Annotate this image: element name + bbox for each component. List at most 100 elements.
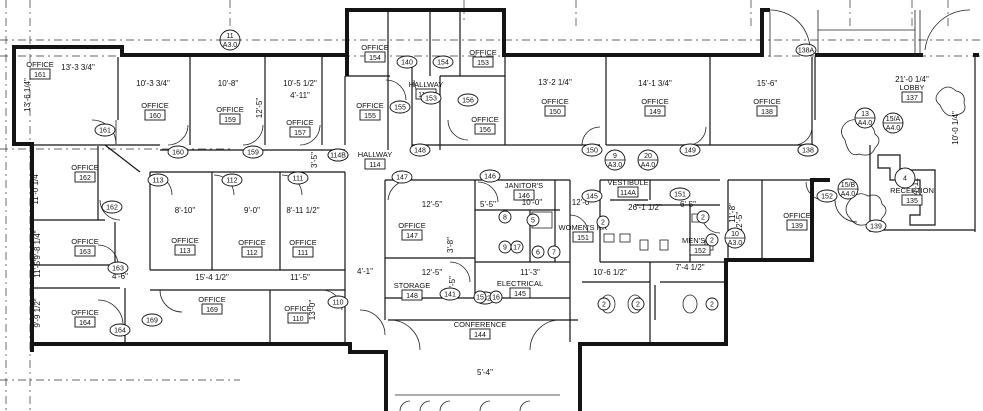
dimension-label: 5'-5" xyxy=(480,200,496,209)
section-ref-bubble: 9A3.0 xyxy=(604,149,626,171)
room-name: OFFICE xyxy=(141,101,169,110)
door-tag: 139 xyxy=(865,219,887,233)
dimension-label: 4'-11" xyxy=(290,91,310,100)
room-name: HALLWAY xyxy=(409,80,443,89)
dimension-label: 11'-5" xyxy=(33,258,42,278)
door-tag-number: 140 xyxy=(401,60,413,67)
room-number: 139 xyxy=(791,223,803,230)
room-number-box xyxy=(289,126,311,138)
door-tag-number: 151 xyxy=(674,192,686,199)
room-number: 156 xyxy=(479,127,491,134)
door-tag-number: 162 xyxy=(106,205,118,212)
room-number-box xyxy=(786,219,808,231)
door-tag: 160 xyxy=(167,145,189,159)
room-label-156: OFFICE 156 xyxy=(471,115,499,135)
dimension-label: 10'-3 3/4" xyxy=(136,79,170,88)
door-tag: 154 xyxy=(432,55,454,69)
room-number-box xyxy=(756,105,778,117)
dimension-label: 12'-5" xyxy=(422,268,443,277)
room-name: RECEPTION xyxy=(890,186,934,195)
door-tag: 140 xyxy=(396,55,418,69)
room-number-box xyxy=(29,68,51,80)
fixture-tag-number: 16 xyxy=(492,295,500,302)
fixture-tag: 2 xyxy=(696,210,710,224)
door-tag-number: 111 xyxy=(293,176,304,183)
dimension-label: 26'-1 1/2" xyxy=(628,203,662,212)
door-tag-number: 113 xyxy=(152,178,163,185)
fixture-tag-number: 2 xyxy=(710,302,714,309)
room-number: 114 xyxy=(369,162,380,169)
room-number-box xyxy=(292,246,314,258)
fixture-tag-number: 2 xyxy=(701,215,705,222)
room-name: ELECTRICAL xyxy=(497,279,543,288)
room-number: 147 xyxy=(406,233,418,240)
fixture-tag: 6 xyxy=(531,245,545,259)
room-name: OFFICE xyxy=(469,48,497,57)
section-ref-number: 10 xyxy=(731,231,739,238)
room-name: OFFICE xyxy=(541,97,569,106)
section-ref-number: 4 xyxy=(903,176,907,183)
door-tag: 149 xyxy=(679,143,701,157)
room-name: OFFICE xyxy=(289,238,317,247)
dimension-label: 3'-8" xyxy=(446,237,455,253)
door-tag-number: 160 xyxy=(172,150,184,157)
room-number: 135 xyxy=(906,198,918,205)
room-number: 153 xyxy=(477,60,489,67)
door-tag: 111 xyxy=(287,171,309,185)
door-tag: 159 xyxy=(242,145,264,159)
room-name: OFFICE xyxy=(238,238,266,247)
dimension-label: 12'-5" xyxy=(255,98,264,119)
room-name: OFFICE xyxy=(71,308,99,317)
room-name: OFFICE xyxy=(398,221,426,230)
dimension-label: 12'-0" xyxy=(572,198,593,207)
fixture-tag: 2 xyxy=(596,215,610,229)
storefront-glazing xyxy=(769,10,921,57)
dimension-label: 9'-5" xyxy=(448,276,457,292)
door-tag-number: 161 xyxy=(99,128,111,135)
dimension-label: 9'-8 1/4" xyxy=(33,230,42,259)
room-number: 144 xyxy=(474,332,486,339)
room-number-box xyxy=(287,312,309,324)
door-tag: 138 xyxy=(797,143,819,157)
fixture-tag-number: 2 xyxy=(636,302,640,309)
fixture-tag: 2 xyxy=(597,297,611,311)
dimension-label: 10'-6 1/2" xyxy=(593,268,627,277)
room-label-147: OFFICE 147 xyxy=(398,221,426,241)
exterior-walls xyxy=(12,8,979,411)
room-number: 110 xyxy=(292,316,303,323)
door-tag-number: 159 xyxy=(247,150,259,157)
planters xyxy=(841,86,966,226)
room-number: 149 xyxy=(649,109,661,116)
room-number-box xyxy=(513,189,535,201)
fixture-tag-number: 2 xyxy=(710,238,714,245)
room-name: OFFICE xyxy=(471,115,499,124)
fixture-tag: 17 xyxy=(510,240,524,254)
room-number-box xyxy=(617,186,639,198)
fixture-tag-number: 7 xyxy=(552,250,556,257)
room-number: 159 xyxy=(224,117,236,124)
dimension-label: 13'-3 3/4" xyxy=(61,63,95,72)
room-number: 163 xyxy=(79,249,91,256)
room-number: 151 xyxy=(577,235,589,242)
dimension-label: 4'-6" xyxy=(112,272,128,281)
room-name: OFFICE xyxy=(284,304,312,313)
room-number: 162 xyxy=(79,175,91,182)
fixture-tag-number: 9 xyxy=(503,245,507,252)
door-tag-number: 153 xyxy=(425,96,437,103)
door-tag: 156 xyxy=(457,93,479,107)
